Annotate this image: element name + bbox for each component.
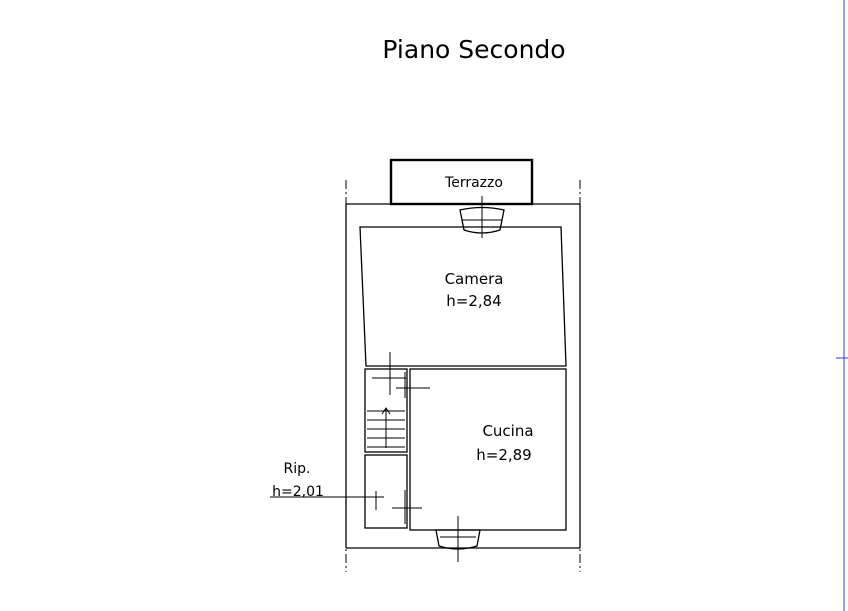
top-door-opening: [459, 196, 505, 238]
outer-walls: [345, 203, 581, 549]
cucina-outline: [409, 368, 567, 531]
cucina-height: h=2,89: [476, 446, 531, 464]
axis-lines: [345, 180, 581, 572]
section-marks: [372, 352, 430, 524]
storage-label: Rip.: [284, 461, 311, 477]
room-camera: Camera h=2,84: [359, 226, 567, 367]
terrace: Terrazzo: [389, 158, 534, 206]
storage-outline: [364, 454, 408, 529]
stair-outline: [364, 368, 408, 453]
camera-outline: [359, 226, 567, 367]
storage-height: h=2,01: [272, 484, 324, 500]
stair-column: [364, 368, 408, 529]
plan-title: Piano Secondo: [382, 35, 565, 64]
cucina-label: Cucina: [482, 422, 533, 440]
terrace-label: Terrazzo: [444, 175, 503, 191]
camera-height: h=2,84: [446, 292, 501, 310]
bottom-window: [435, 516, 481, 562]
camera-label: Camera: [445, 270, 504, 288]
storage-callout: Rip. h=2,01: [270, 461, 384, 500]
room-cucina: Cucina h=2,89: [409, 368, 567, 531]
stair-arrow-icon: [381, 407, 391, 448]
